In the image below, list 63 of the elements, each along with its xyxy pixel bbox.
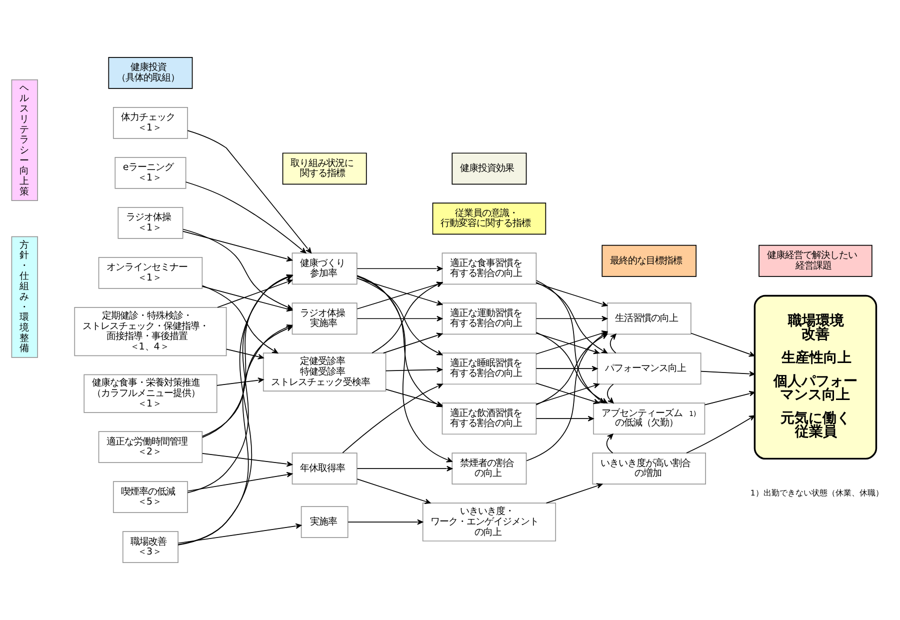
- node-box: 適正な労働時間管理＜2＞: [98, 431, 203, 463]
- arrow: [536, 316, 608, 322]
- node-box: 適正な睡眠習慣を有する割合の向上: [442, 352, 537, 385]
- node-box: 年休取得率: [292, 452, 358, 485]
- node-box: 健康づくり参加率: [292, 252, 358, 285]
- node-box: 健康投資効果: [452, 152, 527, 185]
- arrow: [356, 316, 443, 322]
- node-box: eラーニング＜1＞: [114, 157, 186, 189]
- node-box: 職場環境改善 生産性向上 個人パフォーマンス向上 元気に働く従業員: [754, 294, 878, 460]
- arrow: [704, 390, 756, 406]
- node-box: 体力チェック＜1＞: [112, 107, 188, 139]
- arrow: [536, 282, 608, 307]
- arrow: [356, 266, 443, 272]
- node-box: 方針・仕組み・環境整備: [11, 236, 38, 358]
- node-box: 禁煙者の割合の向上: [452, 452, 527, 485]
- node-box: 健康な食事・栄養対策推進（カラフルメニュー提供）＜1＞: [84, 374, 218, 413]
- node-box: 喫煙率の低減＜5＞: [112, 481, 188, 513]
- node-box: いきいき度・ワーク・エンゲイジメントの向上: [422, 502, 556, 542]
- node-box: 適正な運動習慣を有する割合の向上: [442, 302, 537, 335]
- arrow: [185, 182, 306, 254]
- node-box: 適正な飲酒習慣を有する割合の向上: [442, 402, 537, 435]
- arrow: [385, 366, 442, 372]
- arrow: [536, 332, 600, 354]
- node-box: 健康投資（具体的取組）: [108, 57, 193, 89]
- node-box: 従業員の意識・行動変容に関する指標: [432, 202, 546, 235]
- arrow: [610, 334, 616, 354]
- arrow: [536, 416, 594, 422]
- node-box: 健康経営で解決したい経営課題: [758, 244, 872, 277]
- arrow: [202, 285, 278, 354]
- arrow: [382, 332, 443, 354]
- arrow: [187, 130, 312, 254]
- arrow: [178, 523, 302, 544]
- node-box: 適正な食事習慣を有する割合の向上: [442, 252, 537, 285]
- node-box: オンラインセミナー＜1＞: [98, 257, 203, 289]
- arrow: [690, 332, 755, 357]
- node-box: 生活習慣の向上: [606, 302, 692, 335]
- node-box: 定健受診率特健受診率ストレスチェック受検率: [262, 352, 386, 392]
- arrow: [606, 434, 614, 454]
- node-box: 実施率: [300, 506, 348, 538]
- node-box: ヘルスリテラシー向上策: [11, 79, 38, 201]
- arrow: [202, 453, 292, 467]
- node-box: 職場改善＜3＞: [122, 531, 178, 563]
- node-box: パフォーマンス向上: [596, 352, 702, 385]
- node-box: ラジオ体操＜1＞: [118, 207, 184, 239]
- node-box: 取り組み状況に関する指標: [282, 152, 367, 185]
- arrow: [187, 472, 293, 492]
- arrow: [356, 275, 452, 462]
- arrow: [216, 378, 264, 386]
- label: 1）出勤できない状態（休業、休職）: [750, 488, 884, 498]
- arrow: [226, 348, 264, 360]
- arrow: [348, 519, 424, 525]
- arrow: [536, 366, 598, 372]
- arrow: [686, 415, 755, 454]
- node-box: いきいき度が高い割合の増加: [592, 452, 706, 485]
- arrow: [546, 483, 603, 504]
- arrow: [700, 370, 756, 377]
- arrow: [356, 466, 453, 472]
- node-box: ラジオ体操実施率: [292, 302, 358, 335]
- arrow: [182, 230, 292, 262]
- arrow: [607, 384, 614, 404]
- node-box: 定期健診・特殊検診・ストレスチェック・保健指導・面接指導・事後措置＜1、4＞: [74, 306, 227, 356]
- arrow: [356, 478, 431, 504]
- node-box: 最終的な目標指標: [602, 244, 697, 277]
